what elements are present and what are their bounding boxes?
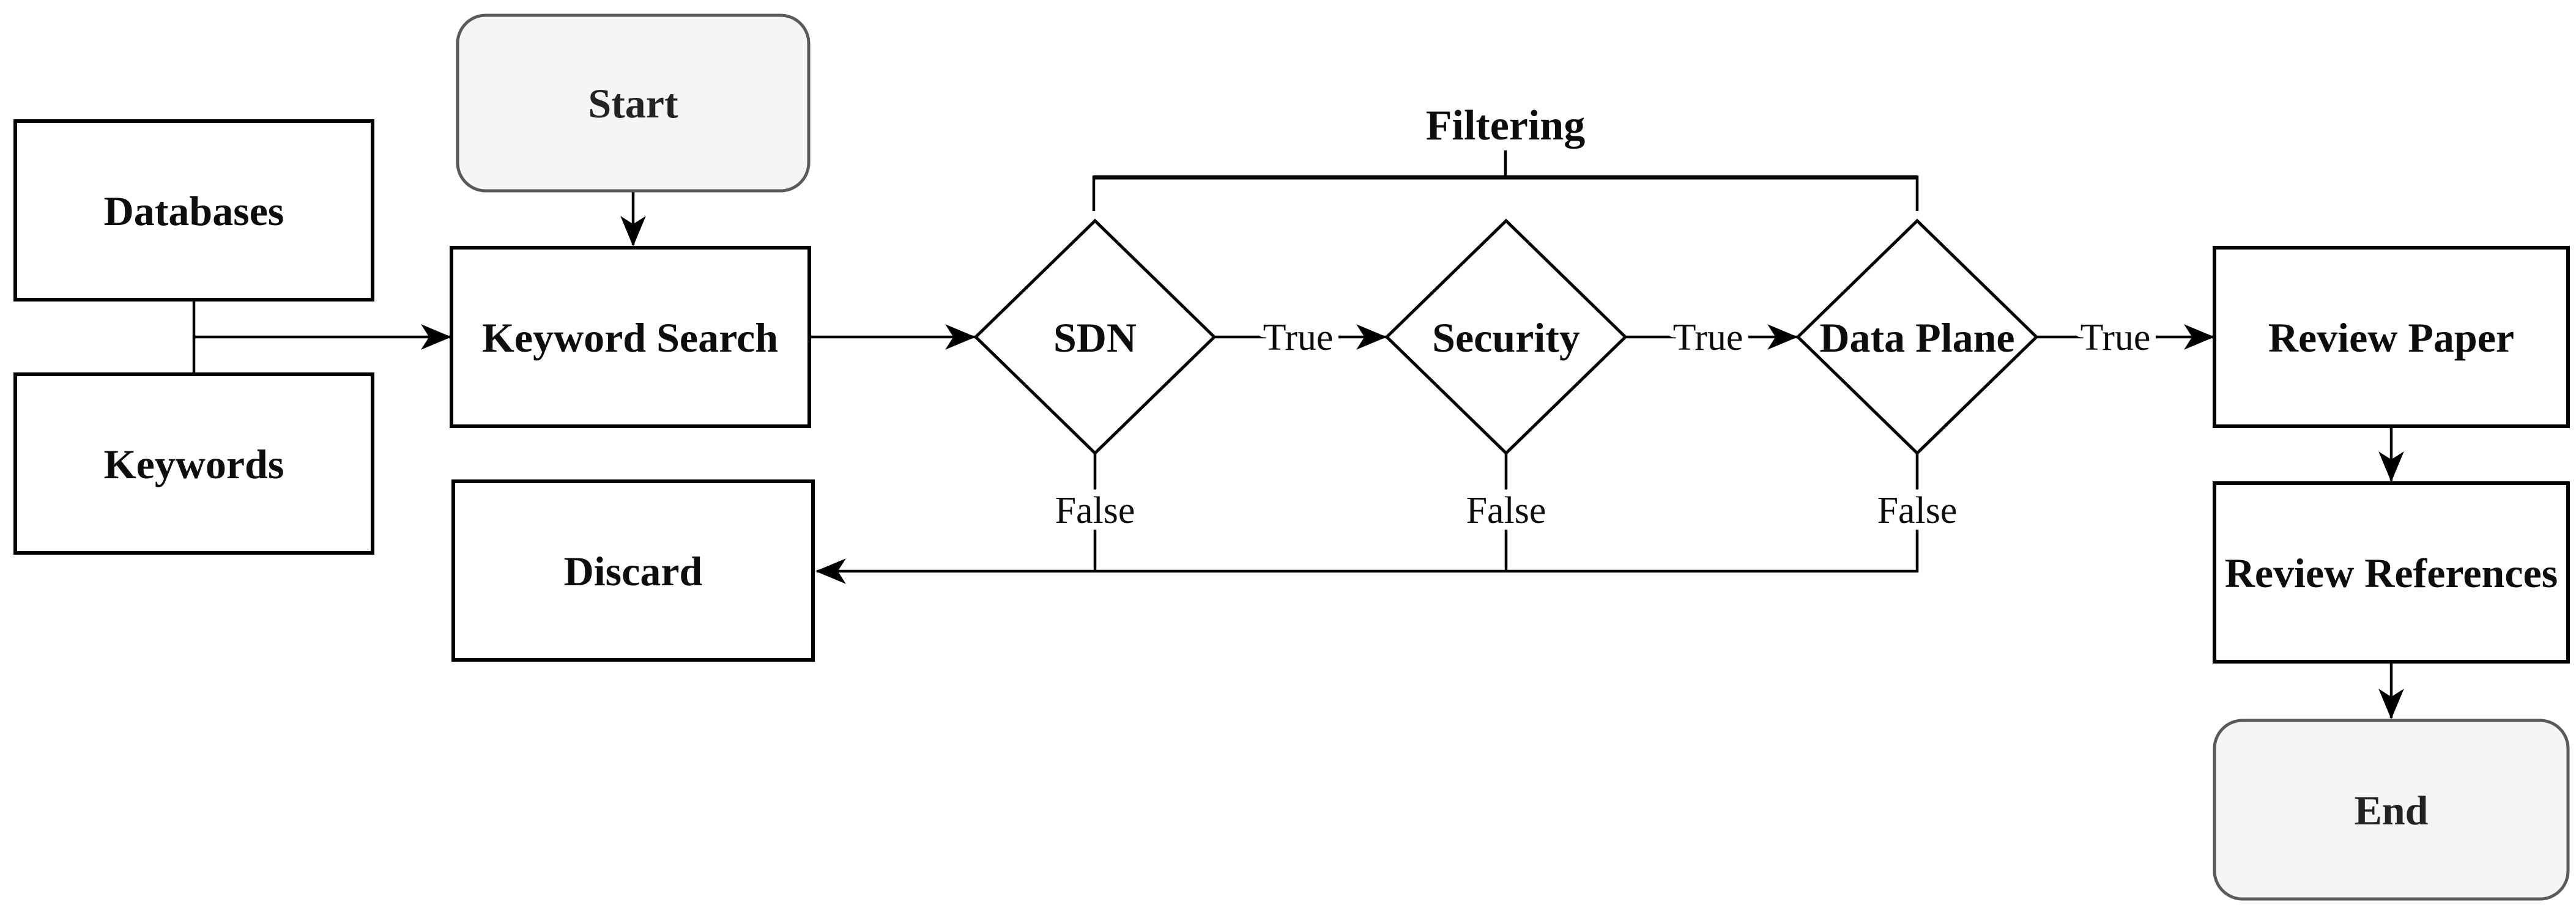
- node-sdn-decision: SDN: [973, 218, 1217, 456]
- discard-box: [451, 479, 815, 662]
- sdn-diamond: [973, 218, 1217, 456]
- sdn-label: SDN: [1053, 314, 1137, 361]
- node-discard: Discard: [451, 479, 815, 662]
- node-start: Start: [456, 13, 811, 193]
- true-label-sdn: True: [1263, 317, 1334, 358]
- node-keywords: Keywords: [13, 372, 374, 555]
- false-label-data-plane: False: [1877, 490, 1958, 531]
- keywords-label: Keywords: [104, 441, 284, 487]
- security-diamond: [1384, 218, 1628, 456]
- databases-label: Databases: [104, 188, 284, 234]
- edge-labels: True True True False False False: [1049, 310, 2158, 538]
- true-label-security: True: [1673, 317, 1743, 358]
- keywords-box: [13, 372, 374, 555]
- discard-label: Discard: [564, 548, 703, 594]
- node-databases: Databases: [13, 119, 374, 301]
- databases-box: [13, 119, 374, 301]
- false-label-sdn: False: [1055, 490, 1135, 531]
- keyword-search-box: [450, 246, 811, 428]
- node-end: End: [2213, 719, 2570, 901]
- filtering-group-label: Filtering: [1426, 102, 1585, 149]
- start-box: [456, 13, 811, 193]
- keyword-search-label: Keyword Search: [482, 314, 778, 361]
- data-plane-diamond: [1795, 218, 2039, 456]
- end-label: End: [2355, 787, 2429, 834]
- node-review-paper: Review Paper: [2213, 246, 2570, 428]
- review-references-box: [2213, 481, 2570, 664]
- node-keyword-search: Keyword Search: [450, 246, 811, 428]
- filtering-group-bracket: Filtering: [1092, 102, 1919, 211]
- false-label-security: False: [1466, 490, 1546, 531]
- review-paper-box: [2213, 246, 2570, 428]
- end-box: [2213, 719, 2570, 901]
- node-security-decision: Security: [1384, 218, 1628, 456]
- start-label: Start: [588, 80, 678, 127]
- node-review-references: Review References: [2213, 481, 2570, 664]
- edges: [192, 191, 2404, 720]
- security-label: Security: [1432, 314, 1580, 361]
- node-data-plane-decision: Data Plane: [1795, 218, 2039, 456]
- data-plane-label: Data Plane: [1819, 314, 2014, 361]
- review-references-label: Review References: [2225, 550, 2558, 596]
- true-label-data-plane: True: [2080, 317, 2151, 358]
- edge-false-collector-to-discard: [815, 453, 1919, 584]
- review-paper-label: Review Paper: [2268, 314, 2514, 361]
